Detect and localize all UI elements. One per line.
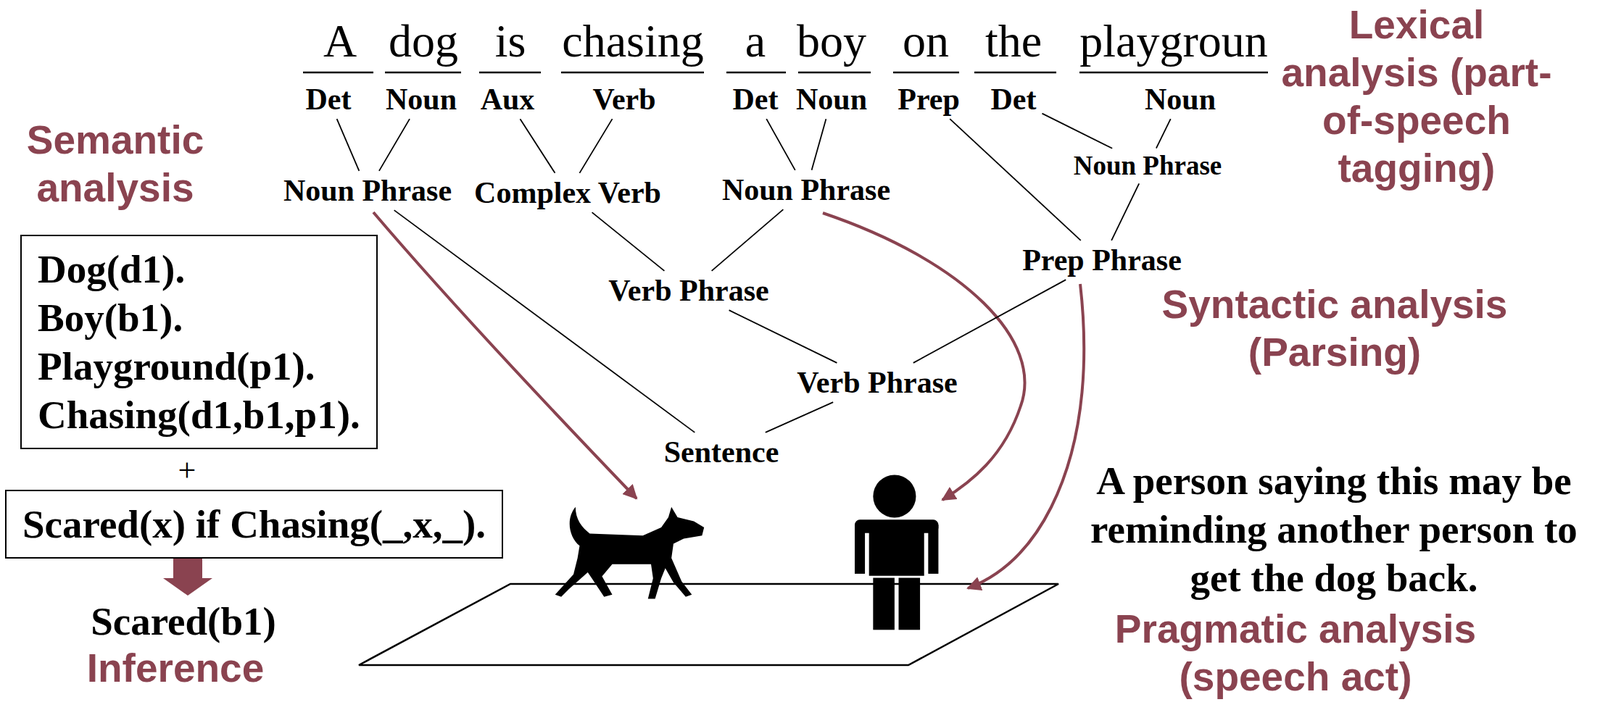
word-underlines bbox=[303, 71, 1307, 74]
boy-torso bbox=[869, 524, 925, 576]
tree-branch bbox=[949, 118, 1081, 241]
underline bbox=[561, 71, 704, 74]
node-text: Det bbox=[305, 81, 352, 117]
inference-arrow bbox=[163, 558, 213, 596]
sentence-word: chasing bbox=[561, 14, 704, 69]
tree-branch bbox=[729, 310, 838, 364]
parse-tree-node: Noun Phrase bbox=[716, 170, 897, 210]
parse-tree-node: Noun Phrase bbox=[1067, 148, 1229, 185]
parse-tree-node: Noun Phrase bbox=[277, 171, 458, 211]
parse-tree-node: Aux bbox=[474, 79, 541, 119]
node-text: Noun Phrase bbox=[283, 173, 452, 209]
parse-tree-node: Noun bbox=[790, 79, 873, 119]
tree-branch bbox=[766, 118, 796, 171]
dog-body bbox=[555, 507, 704, 600]
parse-tree-node: Det bbox=[300, 79, 358, 119]
sentence-word: the bbox=[985, 14, 1042, 69]
node-text: Noun Phrase bbox=[722, 172, 891, 208]
parse-tree-node: Verb Phrase bbox=[602, 271, 775, 311]
sentence-word: on bbox=[902, 14, 949, 69]
tree-branch bbox=[379, 118, 410, 172]
stage-heading: Semantic analysis bbox=[10, 115, 221, 212]
underline bbox=[893, 71, 960, 74]
parse-tree-node: Verb Phrase bbox=[790, 363, 963, 403]
tree-branch bbox=[337, 118, 360, 172]
node-text: Noun Phrase bbox=[1073, 150, 1223, 182]
sentence-word: playground bbox=[1079, 14, 1292, 69]
tree-branch bbox=[592, 212, 665, 272]
node-text: Dog(d1). bbox=[37, 245, 361, 294]
logic-box: Scared(x) if Chasing(_,x,_). bbox=[5, 490, 504, 559]
boy-silhouette bbox=[854, 474, 939, 630]
sentence-word: A bbox=[323, 14, 357, 69]
node-text: Prep Phrase bbox=[1022, 242, 1182, 278]
tree-branch bbox=[913, 279, 1066, 364]
node-text: Scared(x) if Chasing(_,x,_). bbox=[22, 500, 486, 549]
node-text: Verb Phrase bbox=[796, 365, 957, 401]
reference-arrow bbox=[373, 212, 637, 499]
reference-arrow bbox=[967, 284, 1084, 589]
boy-arm bbox=[927, 524, 939, 575]
parse-tree-node: Prep bbox=[891, 79, 966, 119]
playground-plane bbox=[358, 584, 1059, 666]
underline bbox=[974, 71, 1057, 74]
underline bbox=[479, 71, 541, 74]
inferred-fact: Scared(b1) bbox=[90, 597, 277, 646]
sentence-word: dog bbox=[388, 14, 459, 69]
parse-tree-node: Sentence bbox=[658, 432, 786, 472]
stage-heading: Inference bbox=[86, 644, 265, 693]
sentence-word: boy bbox=[796, 14, 867, 69]
parse-tree-node: Noun bbox=[379, 79, 463, 119]
sentence-word: is bbox=[495, 14, 527, 69]
tree-branch bbox=[579, 118, 612, 174]
tree-branch bbox=[765, 402, 833, 433]
boy-leg bbox=[872, 578, 895, 631]
parse-tree-node: Complex Verb bbox=[468, 173, 667, 213]
underline bbox=[798, 71, 871, 74]
speech-act-note: A person saying this may be reminding an… bbox=[1080, 456, 1588, 603]
node-text: Noun bbox=[1144, 81, 1216, 117]
boy-head bbox=[872, 474, 916, 518]
underline bbox=[303, 71, 374, 74]
tree-branch bbox=[394, 210, 696, 433]
node-text: Noun bbox=[385, 81, 457, 117]
stage-heading: Syntactic analysis (Parsing) bbox=[1153, 280, 1516, 377]
dog-silhouette bbox=[555, 507, 704, 600]
tree-branch bbox=[1156, 118, 1171, 149]
node-text: Sentence bbox=[664, 434, 780, 470]
stage-heading: Lexical analysis (part-of-speech tagging… bbox=[1267, 0, 1566, 193]
node-text: Boy(b1). bbox=[37, 293, 361, 343]
parse-tree-node: Noun bbox=[1138, 79, 1222, 119]
node-text: Chasing(d1,b1,p1). bbox=[37, 390, 361, 440]
node-text: Complex Verb bbox=[474, 175, 662, 211]
node-text: Playground(p1). bbox=[37, 342, 361, 391]
logic-box: Dog(d1).Boy(b1).Playground(p1).Chasing(d… bbox=[20, 234, 378, 450]
boy-leg bbox=[898, 578, 921, 631]
node-text: Det bbox=[732, 81, 779, 117]
tree-branch bbox=[811, 118, 827, 171]
node-text: Verb bbox=[592, 81, 656, 117]
node-text: Aux bbox=[480, 81, 536, 117]
tree-branch bbox=[1041, 113, 1113, 149]
plus-sign: + bbox=[178, 453, 197, 489]
parse-tree-node: Det bbox=[727, 79, 785, 119]
parse-tree-node: Prep Phrase bbox=[1016, 240, 1188, 280]
parse-tree-node: Verb bbox=[586, 79, 662, 119]
tree-branch bbox=[1111, 183, 1139, 241]
underline bbox=[384, 71, 462, 74]
parse-tree-node: Det bbox=[985, 79, 1043, 119]
boy-arm bbox=[854, 524, 865, 575]
node-text: Noun bbox=[796, 81, 868, 117]
underline bbox=[726, 71, 786, 74]
sentence-word: a bbox=[745, 14, 766, 69]
node-text: Det bbox=[991, 81, 1037, 117]
tree-branch bbox=[519, 118, 555, 174]
node-text: Verb Phrase bbox=[608, 273, 769, 309]
tree-branch bbox=[711, 209, 784, 272]
node-text: Prep bbox=[897, 81, 960, 117]
stage-heading: Pragmatic analysis (speech act) bbox=[1107, 605, 1485, 702]
